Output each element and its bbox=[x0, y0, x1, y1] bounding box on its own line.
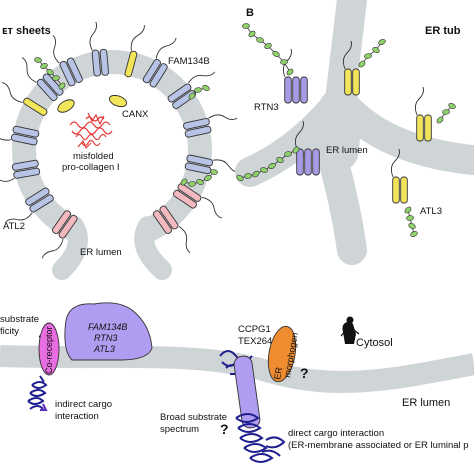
indirect-cargo-coil bbox=[27, 375, 48, 411]
ring-protein bbox=[172, 183, 222, 219]
er-tubule-network bbox=[235, 0, 474, 265]
panel-c: substrate ficity ? Co-receptor FAM134B R… bbox=[0, 302, 474, 463]
green-bead-tail bbox=[236, 146, 300, 182]
luminal-cargo-coil bbox=[235, 413, 286, 463]
panel-c-er-lumen-label: ER lumen bbox=[402, 397, 450, 409]
er-membrane-stem-right bbox=[134, 216, 172, 280]
panel-a-title: ᴇᴛ sheets bbox=[2, 25, 51, 37]
ring-protein bbox=[184, 154, 240, 175]
tubule-transmembrane-proteins bbox=[236, 23, 456, 237]
spectrum-label: spectrum bbox=[160, 424, 199, 435]
ring-protein bbox=[0, 125, 40, 146]
coreceptor-label: Co-receptor bbox=[44, 326, 54, 374]
atl3-label: ATL3 bbox=[420, 206, 442, 217]
ring-protein bbox=[0, 159, 41, 182]
panel-a-er-lumen-label: ER lumen bbox=[80, 247, 122, 258]
green-bead-tail bbox=[436, 102, 456, 124]
coreceptor-shape bbox=[38, 322, 60, 376]
ring-protein bbox=[167, 71, 216, 110]
atl3-protein bbox=[414, 86, 432, 142]
tex264-label: TEX264 bbox=[238, 336, 272, 347]
morphogen-label-1: ER bbox=[272, 366, 284, 381]
green-bead-tail bbox=[34, 57, 66, 90]
procollagen-label: pro-collagen I bbox=[62, 162, 120, 173]
rtn3-label: RTN3 bbox=[254, 102, 279, 113]
atl3-protein bbox=[342, 40, 360, 96]
broad-substrate-label: Broad substrate bbox=[160, 412, 227, 423]
receptor-label-fam134b: FAM134B bbox=[88, 322, 127, 332]
panel-b: B ER tub RTN3 ER lumen ATL3 bbox=[235, 0, 474, 265]
indirect-cargo-label-1: indirect cargo bbox=[55, 399, 112, 410]
receptor-label-atl3: ATL3 bbox=[93, 344, 115, 354]
er-lumen-opening bbox=[80, 215, 142, 275]
tm-receptor-bar bbox=[233, 355, 261, 429]
ring-protein bbox=[4, 187, 54, 223]
canx-label: CANX bbox=[122, 109, 149, 120]
panel-b-letter: B bbox=[246, 7, 254, 19]
receptor-label-rtn3: RTN3 bbox=[94, 333, 117, 343]
misfolded-label: misfolded bbox=[73, 151, 114, 162]
green-bead-tail bbox=[404, 206, 418, 237]
green-bead-tail bbox=[242, 23, 294, 76]
er-morphogen-shape bbox=[267, 325, 297, 383]
direct-cargo-label: direct cargo interaction bbox=[288, 428, 384, 439]
atl2-label: ATL2 bbox=[3, 221, 25, 232]
rtn3-protein bbox=[294, 120, 320, 176]
ring-protein bbox=[21, 57, 64, 102]
fam134b-label: FAM134B bbox=[168, 56, 210, 67]
yellow-oval-right bbox=[108, 94, 128, 108]
receptor-blob bbox=[64, 302, 153, 361]
ring-protein bbox=[142, 37, 177, 88]
green-bead-tail bbox=[180, 169, 218, 187]
ring-protein bbox=[41, 210, 78, 259]
panel-b-title: ER tub bbox=[425, 25, 461, 37]
ring-protein bbox=[152, 205, 191, 254]
ring-protein bbox=[52, 34, 83, 87]
specificity-label: ficity bbox=[0, 326, 19, 337]
green-bead-tail bbox=[188, 84, 210, 100]
misfolded-collagen-icon bbox=[69, 112, 113, 150]
rtn3-protein bbox=[282, 48, 308, 104]
ring-protein bbox=[89, 21, 109, 77]
panel-b-er-lumen-label: ER lumen bbox=[326, 145, 368, 156]
substrate-label: substrate bbox=[0, 314, 39, 325]
ring-transmembrane-proteins bbox=[0, 21, 240, 259]
ring-protein bbox=[183, 114, 238, 138]
panel-a: ᴇᴛ sheets FAM134B CANX misfolded pro-col… bbox=[0, 21, 240, 280]
ring-protein bbox=[124, 25, 145, 78]
atl3-protein bbox=[390, 148, 408, 204]
ring-protein bbox=[1, 82, 48, 116]
direct-cargo-detail-label: (ER-membrane associated or ER luminal p bbox=[288, 440, 469, 451]
ccpg1-label: CCPG1 bbox=[238, 324, 271, 335]
green-bead-tail bbox=[358, 39, 386, 68]
question-mark-3: ? bbox=[220, 421, 229, 437]
indirect-cargo-label-2: interaction bbox=[55, 411, 99, 422]
question-mark-2: ? bbox=[300, 365, 309, 381]
er-membrane-stem-left bbox=[52, 216, 88, 280]
cytosol-label: Cytosol bbox=[356, 337, 393, 349]
yellow-oval-left bbox=[57, 99, 75, 113]
cytosol-icon bbox=[340, 316, 360, 344]
